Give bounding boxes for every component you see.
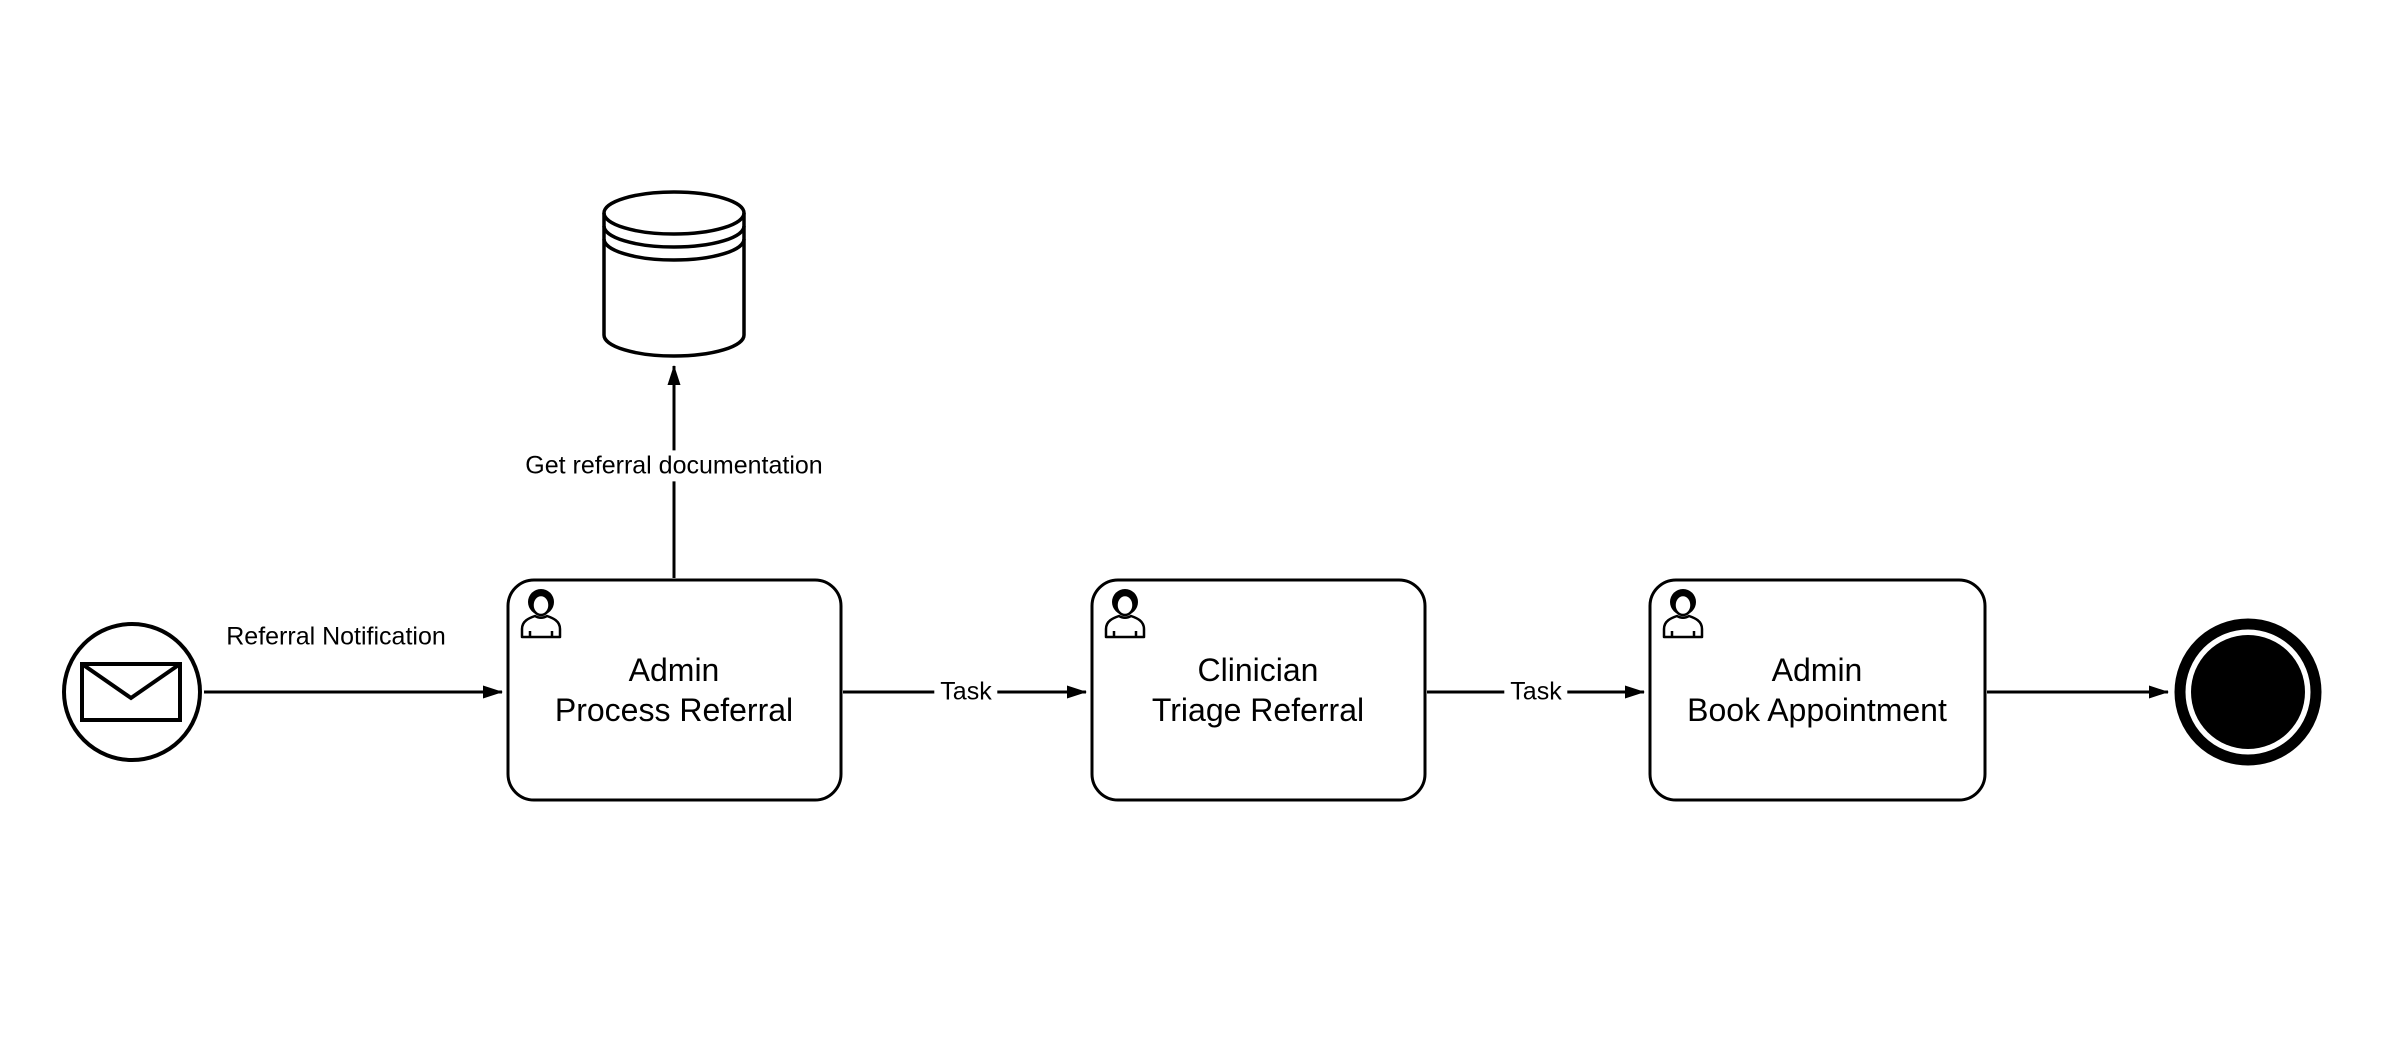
flow-label-task-2: Task (1504, 676, 1568, 708)
user-icon (520, 589, 562, 639)
end-event-terminate[interactable] (2174, 618, 2322, 766)
cylinder-ring-2 (602, 225, 746, 249)
task-process-referral[interactable] (506, 578, 843, 802)
task-label-triage-referral: Clinician Triage Referral (1151, 652, 1365, 728)
user-icon (1662, 589, 1704, 639)
user-icon (1104, 589, 1146, 639)
task-box (1648, 578, 1987, 802)
cylinder-ring-3 (602, 238, 746, 262)
task-book-appointment[interactable] (1648, 578, 1987, 802)
task-box (506, 578, 843, 802)
data-store[interactable] (602, 190, 746, 358)
flow-label-task-1: Task (934, 676, 998, 708)
database-cylinder-icon (602, 190, 746, 358)
task-label-process-referral: Admin Process Referral (554, 652, 794, 728)
cylinder-ring-1 (602, 212, 746, 236)
flow-label-referral-notification: Referral Notification (226, 622, 446, 651)
start-event-message[interactable] (62, 622, 202, 762)
task-triage-referral[interactable] (1090, 578, 1427, 802)
task-box (1090, 578, 1427, 802)
flow-label-get-referral-documentation: Get referral documentation (519, 450, 829, 482)
filled-circle-icon (2191, 635, 2305, 749)
message-envelope-icon (80, 662, 182, 722)
task-label-book-appointment: Admin Book Appointment (1687, 652, 1947, 728)
